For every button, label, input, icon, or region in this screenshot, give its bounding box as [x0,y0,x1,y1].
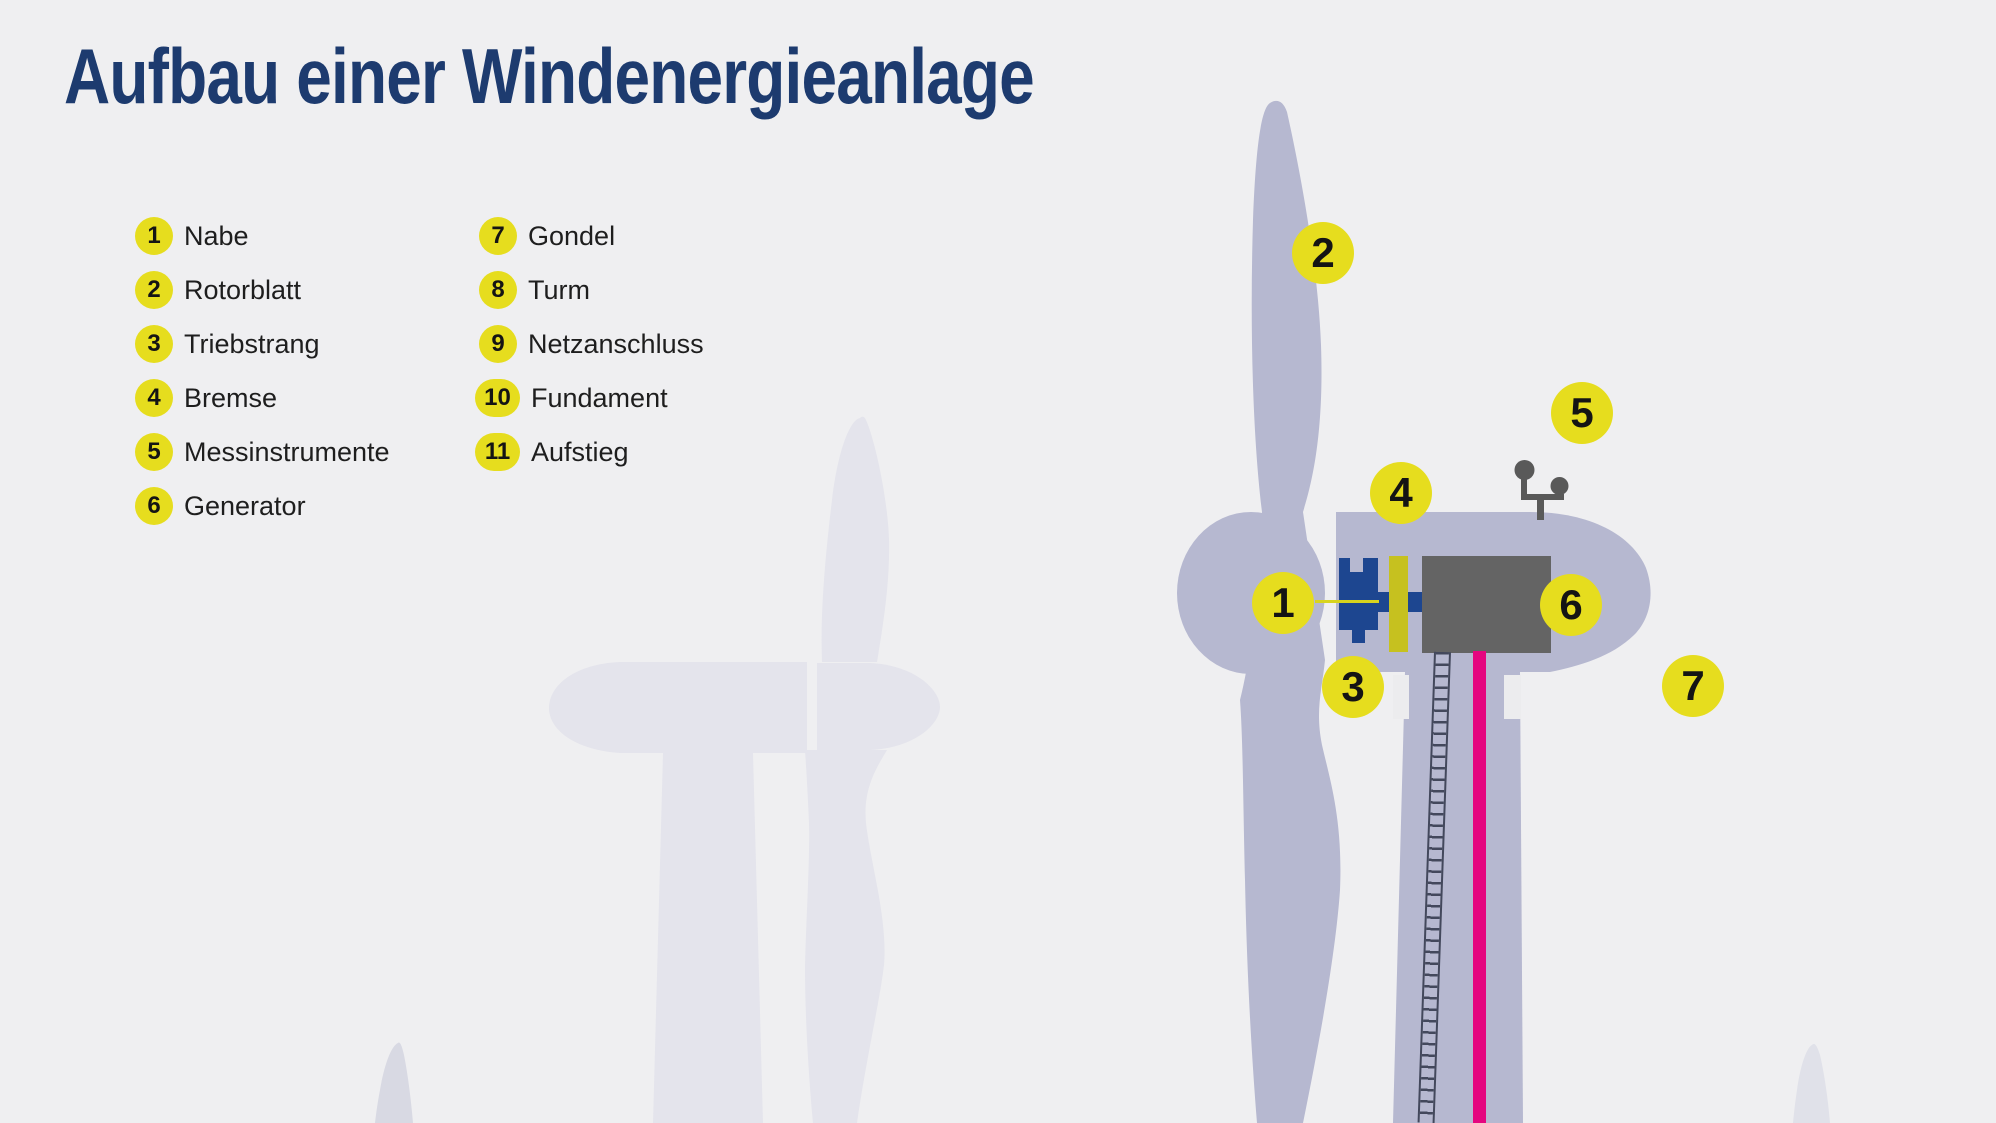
legend-column-1: 1 Nabe 2 Rotorblatt 3 Triebstrang 4 Brem… [135,217,390,541]
legend-item-nabe: 1 Nabe [135,217,390,255]
number-badge: 7 [479,217,517,255]
bg-tower [653,753,763,1123]
number-badge: 2 [135,271,173,309]
legend-item-fundament: 10 Fundament [475,379,704,417]
number-badge: 9 [479,325,517,363]
number-badge: 5 [135,433,173,471]
legend-label: Turm [528,274,590,305]
tower [1393,672,1523,1123]
marker-badge-3: 3 [1322,656,1384,718]
marker-badge-2: 2 [1292,222,1354,284]
netzanschluss-cable [1473,651,1486,1123]
marker-1-leader-line [1315,600,1379,603]
legend-label: Aufstieg [531,436,629,467]
marker-badge-5: 5 [1551,382,1613,444]
bg-nacelle [549,662,807,753]
bg-lower-blade [805,750,887,1123]
anemometer-arm [1521,471,1527,496]
legend-item-messinstrumente: 5 Messinstrumente [135,433,390,471]
legend-item-rotorblatt: 2 Rotorblatt [135,271,390,309]
legend-label: Fundament [531,382,668,413]
corner-blade-left [375,1042,413,1123]
legend-label: Triebstrang [184,328,320,359]
legend-label: Gondel [528,220,616,251]
anemometer-mast [1537,498,1544,520]
legend-label: Messinstrumente [184,436,390,467]
legend-item-netzanschluss: 9 Netzanschluss [479,325,704,363]
legend-item-gondel: 7 Gondel [479,217,704,255]
legend-column-2: 7 Gondel 8 Turm 9 Netzanschluss 10 Funda… [475,217,704,487]
bg-hub-spinner [817,663,940,750]
marker-badge-4: 4 [1370,462,1432,524]
anemometer-cup-right [1550,477,1569,495]
number-badge: 11 [475,433,520,471]
number-badge: 6 [135,487,173,525]
anemometer-bar [1521,494,1564,500]
number-badge: 4 [135,379,173,417]
anemometer-icon [1514,460,1569,520]
legend-item-aufstieg: 11 Aufstieg [475,433,704,471]
marker-badge-1: 1 [1252,572,1314,634]
marker-badge-6: 6 [1540,574,1602,636]
legend-label: Generator [184,490,306,521]
background-turbine-silhouette [549,416,940,1123]
legend-item-turm: 8 Turm [479,271,704,309]
bg-upper-blade [821,416,890,662]
legend-label: Nabe [184,220,249,251]
number-badge: 8 [479,271,517,309]
number-badge: 1 [135,217,173,255]
corner-blade-right [1793,1044,1830,1123]
legend-label: Bremse [184,382,278,413]
legend-item-triebstrang: 3 Triebstrang [135,325,390,363]
legend-label: Rotorblatt [184,274,302,305]
legend-label: Netzanschluss [528,328,704,359]
generator-box [1422,556,1551,653]
legend-item-generator: 6 Generator [135,487,390,525]
anemometer-cup-left [1514,460,1535,480]
yaw-pad-right [1504,675,1521,719]
page-title: Aufbau einer Windenergieanlage [64,32,1035,120]
number-badge: 10 [475,379,520,417]
legend-item-bremse: 4 Bremse [135,379,390,417]
marker-badge-7: 7 [1662,655,1724,717]
brake-disc [1389,556,1408,652]
number-badge: 3 [135,325,173,363]
yaw-pad-left [1393,675,1409,719]
